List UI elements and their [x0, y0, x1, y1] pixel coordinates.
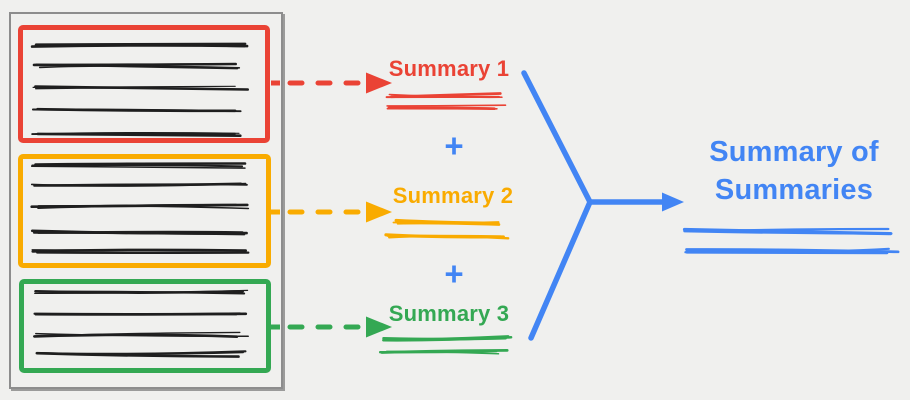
summary-3-label: Summary 3	[388, 301, 510, 326]
plus-separator-2: +	[444, 255, 464, 293]
merge-arrow	[521, 70, 684, 341]
plus-separator-1: +	[444, 127, 464, 165]
result-underline	[682, 227, 900, 255]
document-chunk-1	[18, 25, 270, 143]
result-label: Summary of Summaries	[709, 136, 879, 206]
summary-1-label: Summary 1	[388, 56, 510, 81]
summary-3-underline	[378, 335, 513, 355]
document-chunk-2	[18, 154, 271, 268]
summary-2-label: Summary 2	[392, 183, 514, 208]
document-outline	[9, 12, 283, 389]
summary-1-underline	[385, 92, 507, 111]
document-chunk-3	[19, 279, 271, 373]
summary-2-underline	[384, 218, 510, 240]
